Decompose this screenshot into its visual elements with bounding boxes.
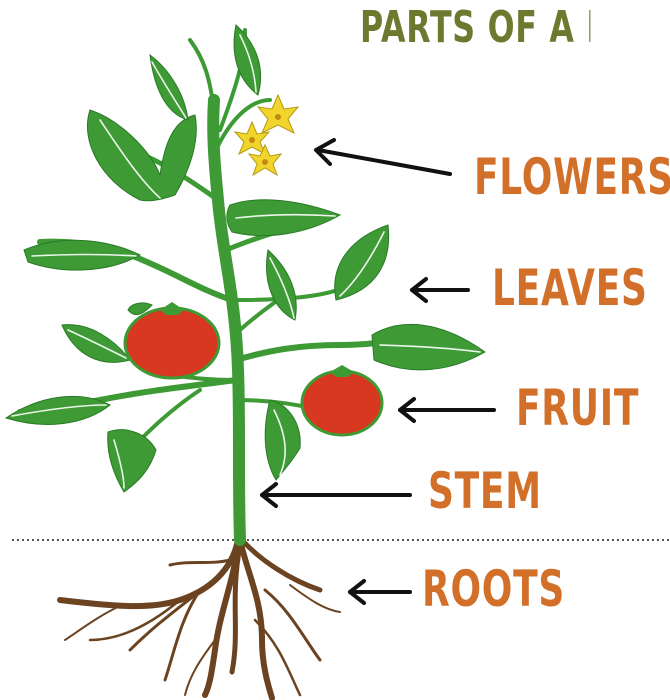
fruit-arrow [400, 399, 494, 421]
fruit-label: FRUIT [516, 383, 639, 433]
stem-label: STEM [428, 466, 542, 516]
flowers-label: FLOWERS [474, 152, 670, 202]
stem-arrow [262, 484, 410, 506]
roots-arrow [350, 581, 410, 603]
roots-label: ROOTS [422, 564, 565, 614]
fruits [125, 302, 382, 435]
page-title: PARTS OF A PL [360, 2, 590, 53]
roots [60, 540, 340, 698]
flowers [235, 95, 298, 175]
flowers-arrow [316, 140, 450, 174]
leaves-arrow [412, 279, 468, 301]
leaves-label: LEAVES [492, 263, 648, 313]
tomato-right [302, 365, 382, 435]
